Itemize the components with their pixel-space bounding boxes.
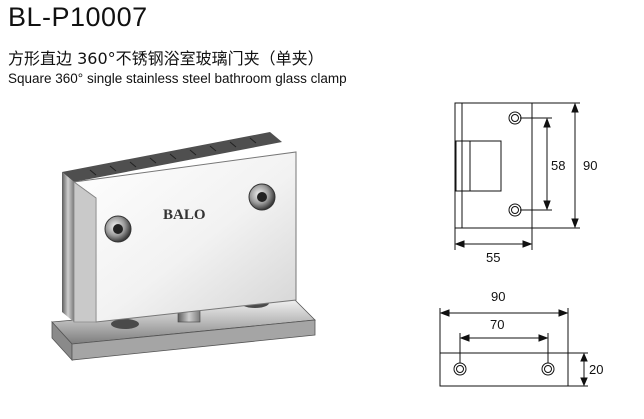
model-number: BL-P10007 <box>8 2 148 32</box>
top-depth-label: 20 <box>589 362 603 377</box>
product-title-chinese: 方形直边 360°不锈钢浴室玻璃门夹（单夹） <box>8 49 324 68</box>
front-width-label: 55 <box>486 250 500 265</box>
top-length-label: 90 <box>491 289 505 304</box>
front-height-label: 90 <box>583 158 597 173</box>
brand-logo: BALO <box>163 207 206 223</box>
top-view-drawing <box>439 308 588 387</box>
top-hole-spacing-label: 70 <box>490 317 504 332</box>
front-view-drawing <box>454 102 580 250</box>
product-title-english: Square 360° single stainless steel bathr… <box>8 71 347 86</box>
front-hole-spacing-label: 58 <box>551 158 565 173</box>
clamp-product-image: BALO <box>51 132 316 362</box>
